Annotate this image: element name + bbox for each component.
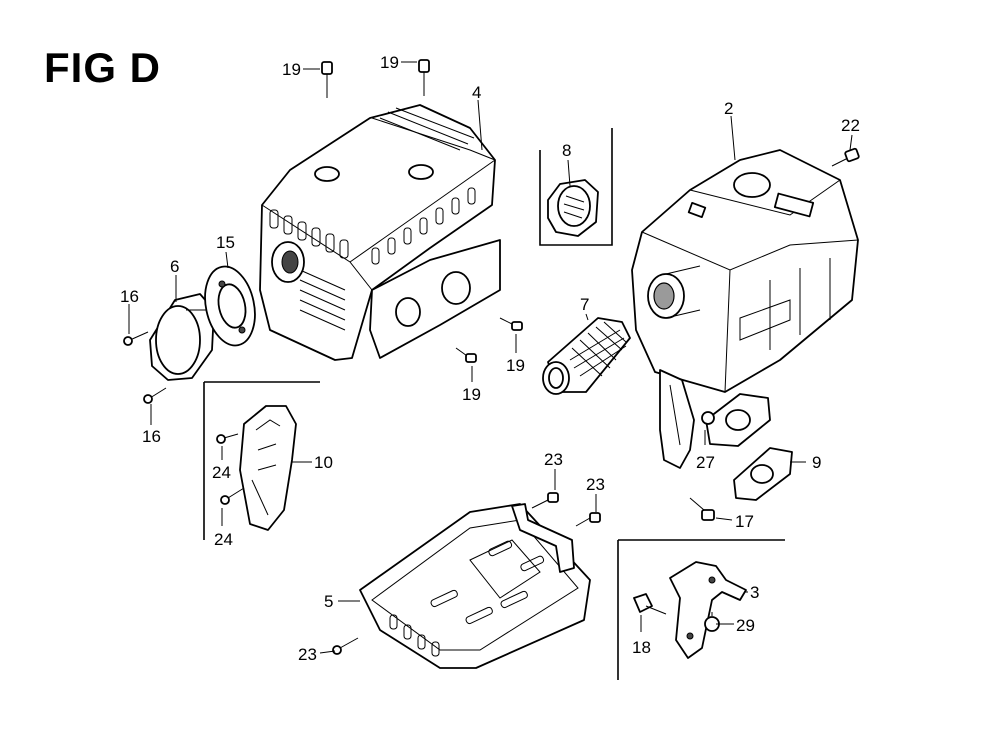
callout-23a: 23 <box>544 450 563 469</box>
callout-24b: 24 <box>214 530 233 549</box>
callout-19b: 19 <box>380 53 399 72</box>
bolts <box>123 59 860 655</box>
callout-2: 2 <box>724 99 733 118</box>
callout-27: 27 <box>696 453 715 472</box>
callout-16b: 16 <box>142 427 161 446</box>
callout-24a: 24 <box>212 463 231 482</box>
gasket-part-9 <box>733 447 793 501</box>
part-3-box <box>617 539 785 680</box>
callout-4: 4 <box>472 83 481 102</box>
callout-29: 29 <box>736 616 755 635</box>
figure-title: FIG D <box>44 44 161 91</box>
callout-6: 6 <box>170 257 179 276</box>
guard-tray-part-5 <box>359 503 591 669</box>
callout-16a: 16 <box>120 287 139 306</box>
callout-5: 5 <box>324 592 333 611</box>
callout-17: 17 <box>735 512 754 531</box>
part-8-box <box>539 128 613 246</box>
outlet-cover-part-6 <box>149 293 215 381</box>
callout-19c: 19 <box>506 356 525 375</box>
callout-19d: 19 <box>462 385 481 404</box>
gasket-part-27 <box>705 393 771 447</box>
callout-19a: 19 <box>282 60 301 79</box>
leader-lines <box>128 61 853 654</box>
callout-15: 15 <box>216 233 235 252</box>
callout-18: 18 <box>632 638 651 657</box>
callout-10: 10 <box>314 453 333 472</box>
gasket-part-15 <box>204 265 256 347</box>
callout-9: 9 <box>812 453 821 472</box>
callout-8: 8 <box>562 141 571 160</box>
callout-3: 3 <box>750 583 759 602</box>
part-10-group <box>203 381 320 540</box>
callout-labels: 19 19 4 2 22 8 15 6 16 16 7 19 19 10 24 … <box>120 53 860 664</box>
muffler-protector-part-4 <box>259 104 501 361</box>
callout-22: 22 <box>841 116 860 135</box>
spark-arrester-part-7 <box>542 317 631 395</box>
callout-7: 7 <box>580 295 589 314</box>
callout-23c: 23 <box>298 645 317 664</box>
bolt-18 <box>633 593 667 615</box>
muffler-part-2 <box>631 149 859 469</box>
callout-23b: 23 <box>586 475 605 494</box>
